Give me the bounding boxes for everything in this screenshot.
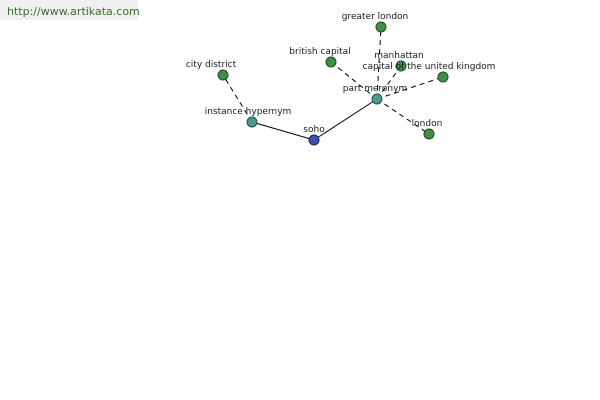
label-soho: soho	[303, 125, 325, 135]
edge-instance-hypernym-city-district	[222, 74, 253, 123]
node-part-meronym[interactable]	[371, 93, 383, 105]
edge-part-meronym-capital-uk	[376, 76, 444, 100]
node-capital-uk[interactable]	[437, 71, 449, 83]
label-british-capital: british capital	[289, 47, 350, 57]
node-london[interactable]	[423, 128, 435, 140]
node-manhattan[interactable]	[395, 60, 407, 72]
label-city-district: city district	[186, 60, 237, 70]
label-manhattan: manhattan	[374, 51, 423, 61]
label-part-meronym: part meronym	[343, 84, 407, 94]
edge-part-meronym-manhattan	[376, 65, 402, 100]
edge-soho-part-meronym	[313, 98, 378, 141]
label-instance-hypernym: instance hypernym	[205, 107, 292, 117]
site-url-link[interactable]: http://www.artikata.com	[7, 5, 140, 18]
node-british-capital[interactable]	[325, 56, 337, 68]
node-instance-hypernym[interactable]	[246, 116, 258, 128]
node-city-district[interactable]	[217, 69, 229, 81]
edge-part-meronym-british-capital	[330, 61, 378, 100]
label-greater-london: greater london	[342, 12, 409, 22]
node-soho[interactable]	[308, 134, 320, 146]
node-greater-london[interactable]	[375, 21, 387, 33]
label-london: london	[412, 119, 443, 129]
label-capital-uk: capital of the united kingdom	[363, 62, 496, 72]
edge-part-meronym-london	[376, 98, 430, 135]
edge-part-meronym-greater-london	[376, 26, 382, 100]
url-bar: http://www.artikata.com	[0, 0, 140, 20]
edge-soho-instance-hypernym	[251, 121, 315, 141]
